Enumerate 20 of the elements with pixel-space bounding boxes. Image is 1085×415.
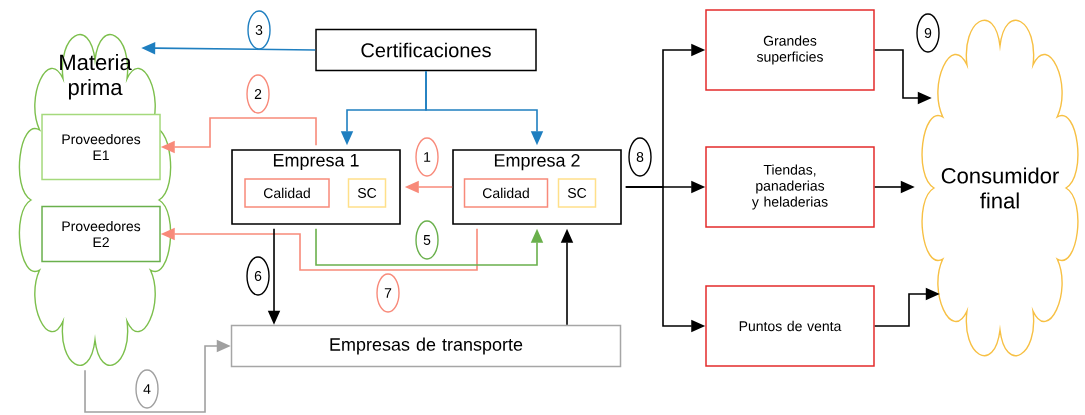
edge-label: 3	[247, 10, 271, 50]
text-box: Empresas de transporte	[230, 324, 622, 368]
text-box: Proveedores E2	[41, 205, 161, 263]
text-box: Puntos de venta	[705, 285, 875, 367]
text-box: Certificaciones	[315, 28, 537, 72]
text-box: SC	[557, 178, 597, 208]
text-box: SC	[347, 178, 387, 208]
edge-label: 6	[246, 256, 270, 296]
edge-label: 4	[135, 369, 159, 409]
edge-label: 5	[415, 220, 439, 260]
edge-label: 9	[916, 13, 940, 53]
edge-label: 8	[628, 137, 652, 177]
edge-label: 2	[246, 74, 270, 114]
edge-label: 1	[415, 137, 439, 177]
text-box: Tiendas, panaderias y heladerias	[705, 146, 875, 228]
text-box: Calidad	[463, 178, 549, 208]
text-box: Calidad	[244, 178, 330, 208]
text-box: Proveedores E1	[41, 113, 161, 181]
text-box: Grandes superficies	[705, 9, 875, 91]
edge-label: 7	[376, 273, 400, 313]
